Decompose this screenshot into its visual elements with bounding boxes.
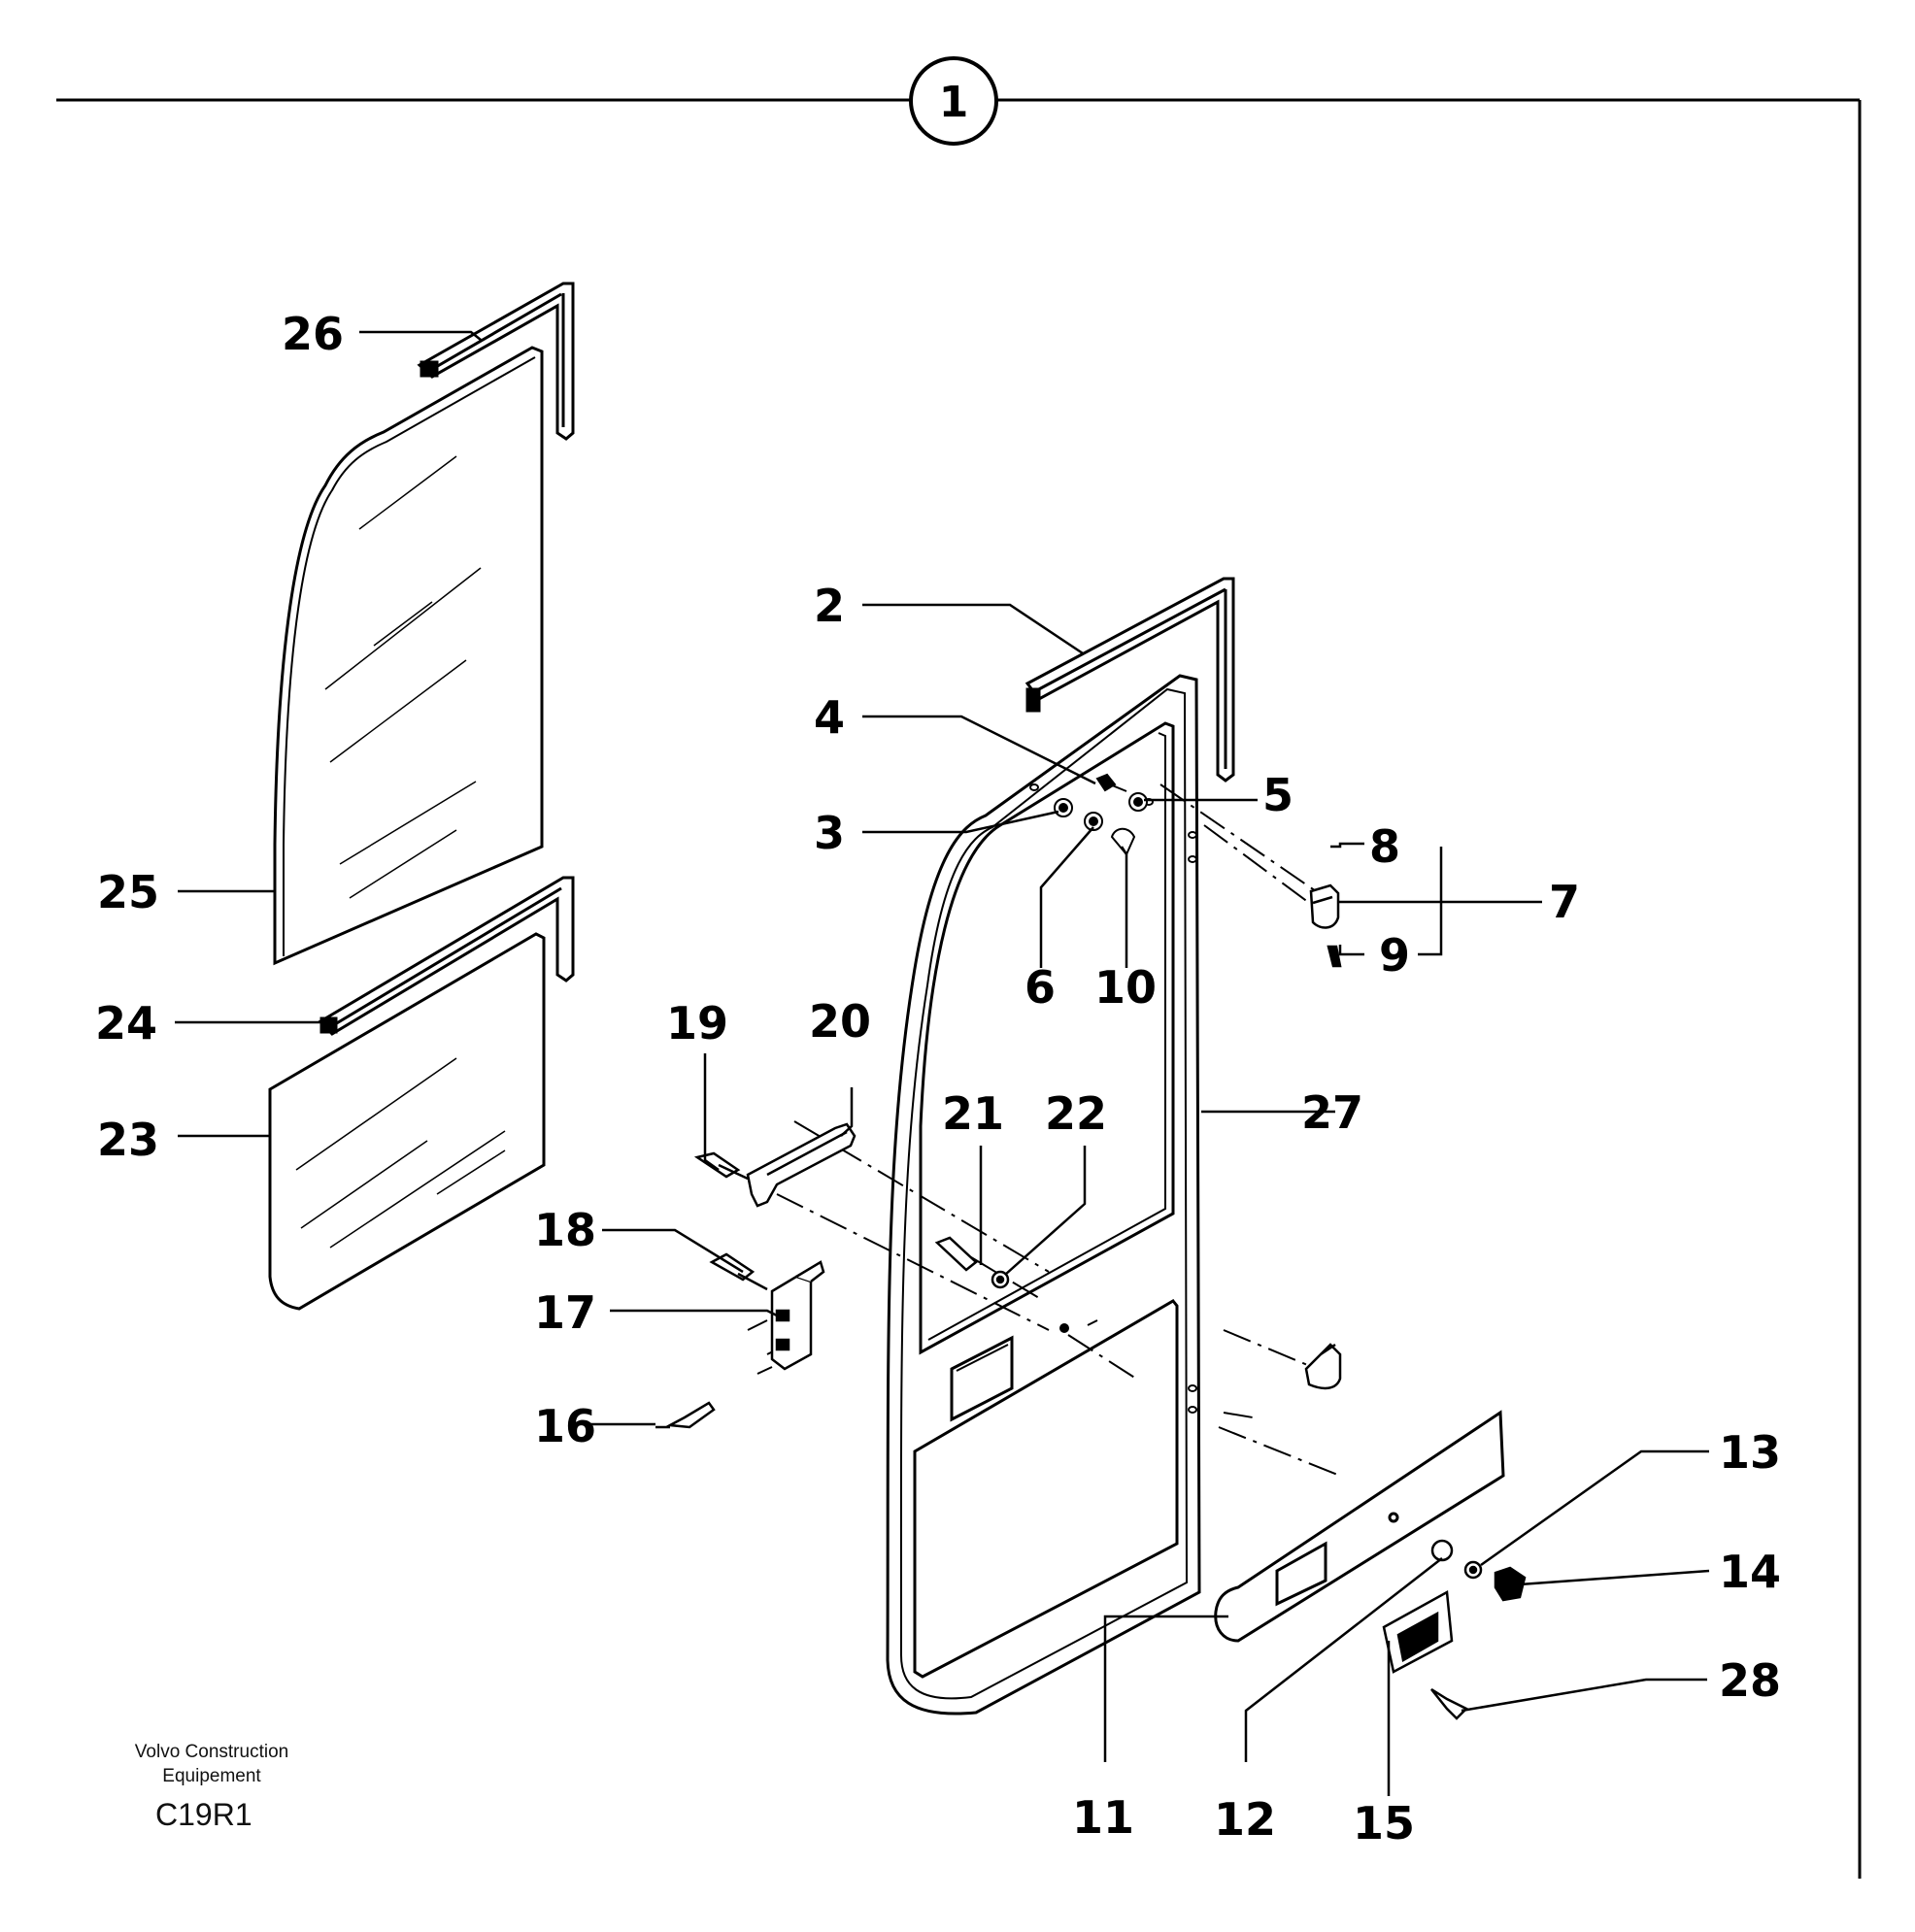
door-top-seal	[1025, 577, 1235, 783]
callout-6: 6	[1025, 961, 1056, 1014]
lower-channel-seal	[318, 876, 575, 1036]
callout-24: 24	[95, 997, 157, 1049]
callout-4: 4	[814, 691, 845, 744]
callout-15: 15	[1353, 1797, 1415, 1849]
upper-hinge	[1309, 883, 1342, 968]
trim-panel	[1214, 1410, 1505, 1643]
door-frame	[886, 674, 1201, 1715]
callout-8: 8	[1369, 820, 1400, 873]
door-check-strap	[693, 1122, 857, 1208]
callout-13: 13	[1719, 1426, 1781, 1479]
door-mounting-holes	[1029, 783, 1197, 1414]
callout-17: 17	[534, 1286, 596, 1339]
company-line-2: Equipement	[162, 1766, 261, 1786]
leader-lines	[175, 330, 1710, 1796]
callout-3: 3	[814, 807, 845, 859]
callout-23: 23	[97, 1114, 159, 1166]
callout-7: 7	[1549, 876, 1580, 928]
callout-20: 20	[809, 995, 871, 1048]
callout-18: 18	[534, 1204, 596, 1256]
callout-28: 28	[1719, 1654, 1781, 1707]
callout-26: 26	[282, 308, 344, 360]
callout-14: 14	[1719, 1546, 1781, 1598]
callout-10: 10	[1094, 961, 1157, 1014]
callout-27: 27	[1301, 1086, 1363, 1139]
upper-channel-seal	[417, 282, 575, 441]
callout-12: 12	[1214, 1793, 1276, 1846]
door-latch	[655, 1252, 825, 1429]
section-number-badge: 1	[909, 56, 998, 146]
bolt-and-washer	[934, 1236, 1010, 1289]
figure-code: C19R1	[155, 1797, 252, 1832]
callout-19: 19	[666, 997, 728, 1049]
frame-border	[56, 98, 1862, 1879]
door-handle-parts	[1382, 1539, 1527, 1720]
footer: Volvo Construction Equipement C19R1	[135, 1742, 288, 1832]
callout-25: 25	[97, 866, 159, 918]
callout-22: 22	[1045, 1087, 1107, 1140]
company-line-1: Volvo Construction	[135, 1742, 288, 1762]
callout-5: 5	[1262, 769, 1293, 821]
lower-glass-pane	[268, 932, 546, 1311]
callout-11: 11	[1072, 1791, 1134, 1844]
callout-16: 16	[534, 1400, 596, 1452]
callout-2: 2	[814, 580, 845, 632]
lower-hinge	[1304, 1343, 1342, 1390]
upper-glass-pane	[273, 346, 544, 966]
callout-9: 9	[1379, 929, 1410, 982]
callout-labels: 2 3 4 5 6 7 8 9 10 11 12 13 14 15 16 17 …	[95, 308, 1781, 1849]
section-number: 1	[939, 78, 969, 127]
callout-21: 21	[942, 1087, 1004, 1140]
window-fasteners	[1054, 773, 1148, 856]
